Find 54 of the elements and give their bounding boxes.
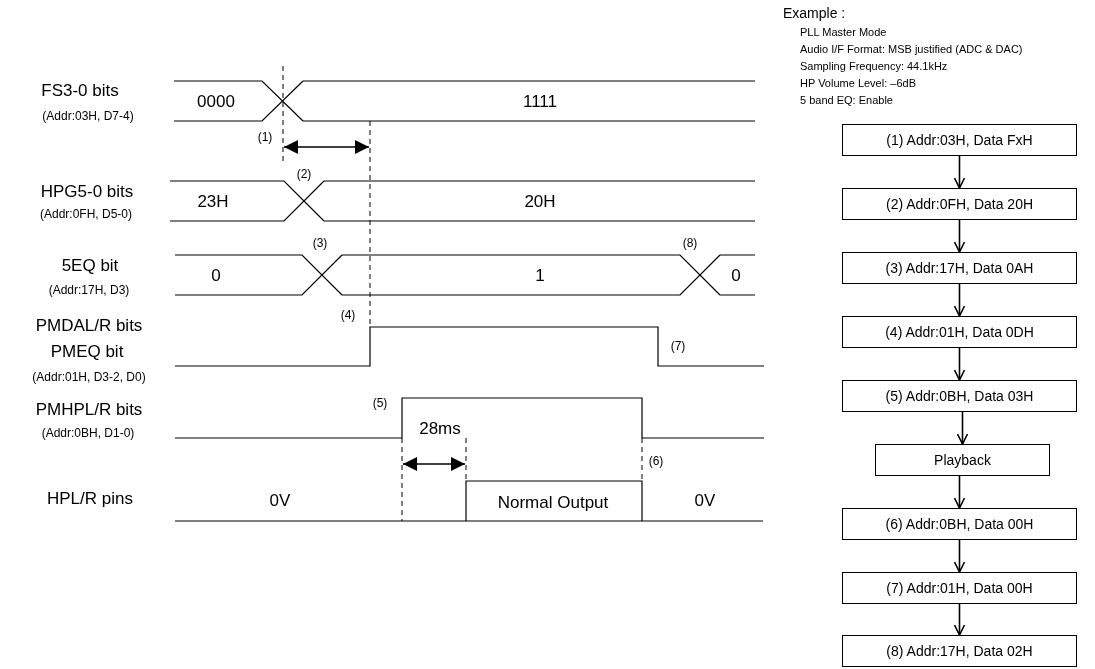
note-line: 5 band EQ: Enable <box>800 94 893 106</box>
signal-value: 1111 <box>523 92 557 110</box>
signal-name: FS3-0 bits <box>41 81 119 99</box>
register-address-label: (Addr:03H, D7-4) <box>42 110 134 122</box>
arrow <box>956 411 969 445</box>
note-line: Audio I/F Format: MSB justified (ADC & DAC) <box>800 43 1023 55</box>
note-line: Sampling Frequency: 44.1kHz <box>800 60 948 72</box>
step-marker: (1) <box>257 131 273 143</box>
signal-value: 28ms <box>419 419 461 437</box>
arrow <box>953 283 966 317</box>
signal-name: PMEQ bit <box>50 342 124 360</box>
arrow <box>953 155 966 189</box>
process-box: (8) Addr:17H, Data 02H <box>842 635 1077 667</box>
signal-value: 0V <box>269 491 291 509</box>
step-marker: (6) <box>648 455 664 467</box>
note-line: HP Volume Level: –6dB <box>800 77 916 89</box>
arrow <box>953 539 966 573</box>
process-box: (1) Addr:03H, Data FxH <box>842 124 1077 156</box>
step-marker: (5) <box>372 397 388 409</box>
signal-value: 0 <box>731 266 741 284</box>
arrow <box>953 347 966 381</box>
register-address-label: (Addr:0BH, D1-0) <box>41 427 135 439</box>
signal-value: 23H <box>197 192 229 210</box>
process-box: (5) Addr:0BH, Data 03H <box>842 380 1077 412</box>
register-address-label: (Addr:0FH, D5-0) <box>40 208 132 220</box>
process-box: (3) Addr:17H, Data 0AH <box>842 252 1077 284</box>
signal-value: 0000 <box>197 92 235 110</box>
signal-name: PMDAL/R bits <box>35 316 143 334</box>
arrow <box>953 475 966 509</box>
signal-name: HPL/R pins <box>47 489 133 507</box>
note-heading: Example : <box>783 6 846 20</box>
signal-value: 1 <box>535 266 545 284</box>
note-line: PLL Master Mode <box>800 26 887 38</box>
signal-value: Normal Output <box>497 493 609 511</box>
signal-value: 0V <box>694 491 716 509</box>
arrow <box>953 603 966 636</box>
step-marker: (4) <box>340 309 356 321</box>
signal-value: 0 <box>211 266 221 284</box>
process-box: (2) Addr:0FH, Data 20H <box>842 188 1077 220</box>
step-marker: (7) <box>670 340 686 352</box>
arrow <box>953 219 966 253</box>
process-box: (4) Addr:01H, Data 0DH <box>842 316 1077 348</box>
signal-name: PMHPL/R bits <box>35 400 143 418</box>
signal-value: 20H <box>524 192 556 210</box>
register-address-label: (Addr:17H, D3) <box>48 284 130 296</box>
step-marker: (3) <box>312 237 328 249</box>
process-box: (6) Addr:0BH, Data 00H <box>842 508 1077 540</box>
signal-name: 5EQ bit <box>61 256 119 274</box>
step-marker: (8) <box>682 237 698 249</box>
process-box: Playback <box>875 444 1050 476</box>
step-marker: (2) <box>296 168 312 180</box>
register-address-label: (Addr:01H, D3-2, D0) <box>32 371 146 383</box>
signal-name: HPG5-0 bits <box>40 182 134 200</box>
process-box: (7) Addr:01H, Data 00H <box>842 572 1077 604</box>
